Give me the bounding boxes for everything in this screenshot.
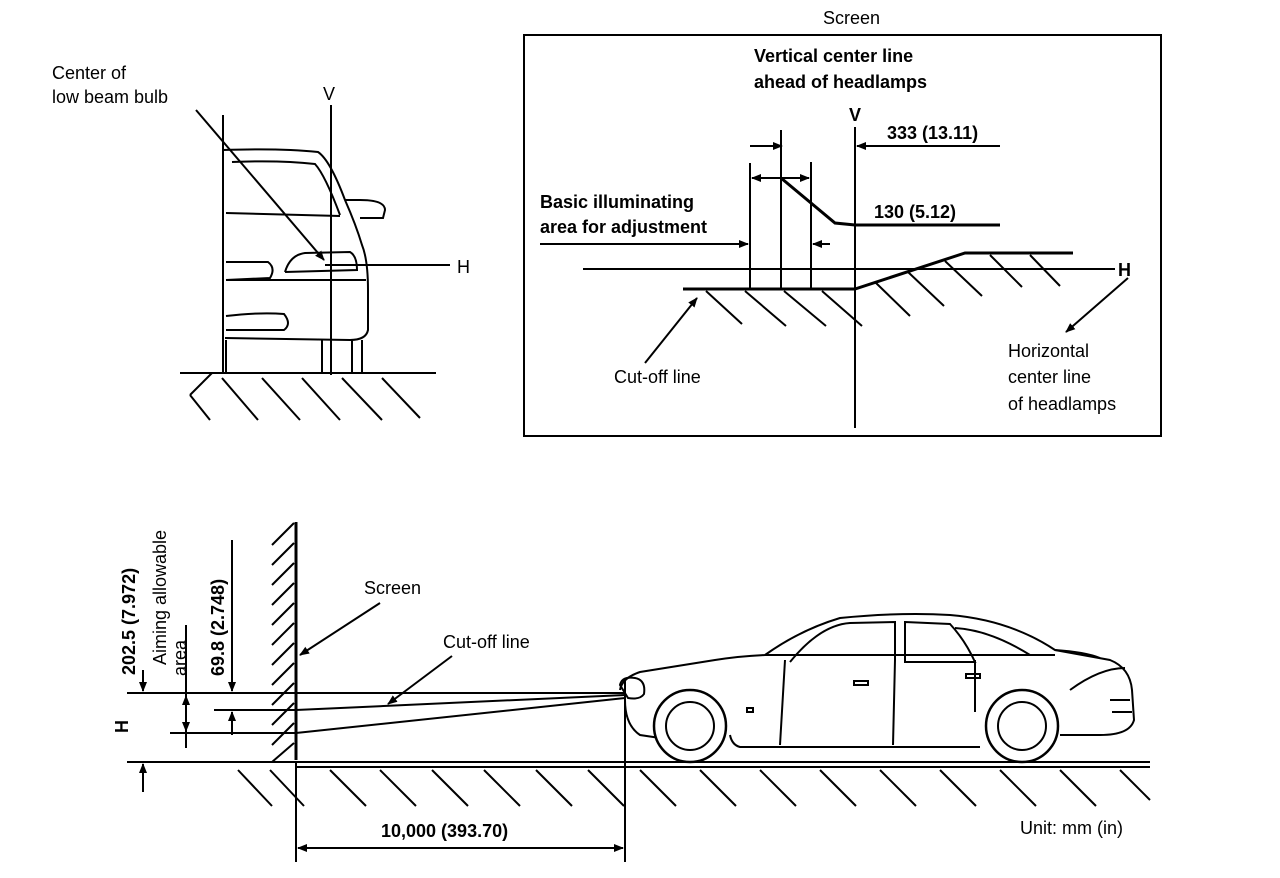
- beam-line-lower: [295, 697, 626, 734]
- vertical-center-line-label-2: ahead of headlamps: [754, 72, 927, 92]
- center-of-label: Center of: [52, 63, 127, 83]
- distance-label: 10,000 (393.70): [381, 821, 508, 841]
- hcl-label-1: Horizontal: [1008, 341, 1089, 361]
- h-label-screen: H: [1118, 260, 1131, 280]
- aiming-label-1: Aiming allowable: [150, 530, 170, 665]
- aiming-label-2: area: [170, 639, 190, 676]
- side-view: 202.5 (7.972) H Aiming allowable area 69…: [112, 522, 1151, 862]
- screen-leader-arrow: [299, 602, 381, 656]
- ground-hatch: [189, 372, 421, 421]
- basic-area-label-2: area for adjustment: [540, 217, 707, 237]
- unit-label: Unit: mm (in): [1020, 818, 1123, 838]
- cutoff-step-line: [683, 251, 1073, 291]
- beam-line-upper: [295, 694, 626, 711]
- screen-title: Screen: [823, 8, 880, 28]
- cutoff-kink-line: [780, 176, 1000, 227]
- dim-698-label: 69.8 (2.748): [208, 579, 228, 676]
- side-cutoff-leader-arrow: [387, 655, 453, 705]
- screen-panel: Screen Vertical center line ahead of hea…: [523, 8, 1162, 437]
- dim-2025-label: 202.5 (7.972): [119, 568, 139, 675]
- car-side-outline: [618, 613, 1136, 862]
- hcl-label-2: center line: [1008, 367, 1091, 387]
- side-screen-label: Screen: [364, 578, 421, 598]
- side-cutoff-label: Cut-off line: [443, 632, 530, 652]
- front-wheel: [652, 688, 728, 764]
- screen-frame: [523, 34, 1162, 437]
- side-ground-hatch: [237, 769, 1151, 807]
- dim-130-label: 130 (5.12): [874, 202, 956, 222]
- dim-333-label: 333 (13.11): [887, 123, 978, 143]
- vertical-center-line-label-1: Vertical center line: [754, 46, 913, 66]
- car-front-outline: [222, 115, 387, 373]
- h-label-front: H: [457, 257, 470, 277]
- v-label-front: V: [323, 84, 335, 104]
- screen-wall-hatch: [271, 522, 295, 763]
- hcl-label-3: of headlamps: [1008, 394, 1116, 414]
- cutoff-label-screen: Cut-off line: [614, 367, 701, 387]
- v-label-screen: V: [849, 105, 861, 125]
- hcl-leader-arrow: [1065, 277, 1129, 333]
- front-view: Center of low beam bulb V H: [52, 63, 470, 421]
- side-h-label: H: [112, 720, 132, 733]
- cutoff-leader-arrow: [644, 297, 698, 364]
- low-beam-bulb-label: low beam bulb: [52, 87, 168, 107]
- basic-area-label-1: Basic illuminating: [540, 192, 694, 212]
- bulb-leader-arrow: [195, 109, 325, 261]
- cutoff-hatch: [705, 254, 1061, 327]
- rear-wheel: [984, 688, 1060, 764]
